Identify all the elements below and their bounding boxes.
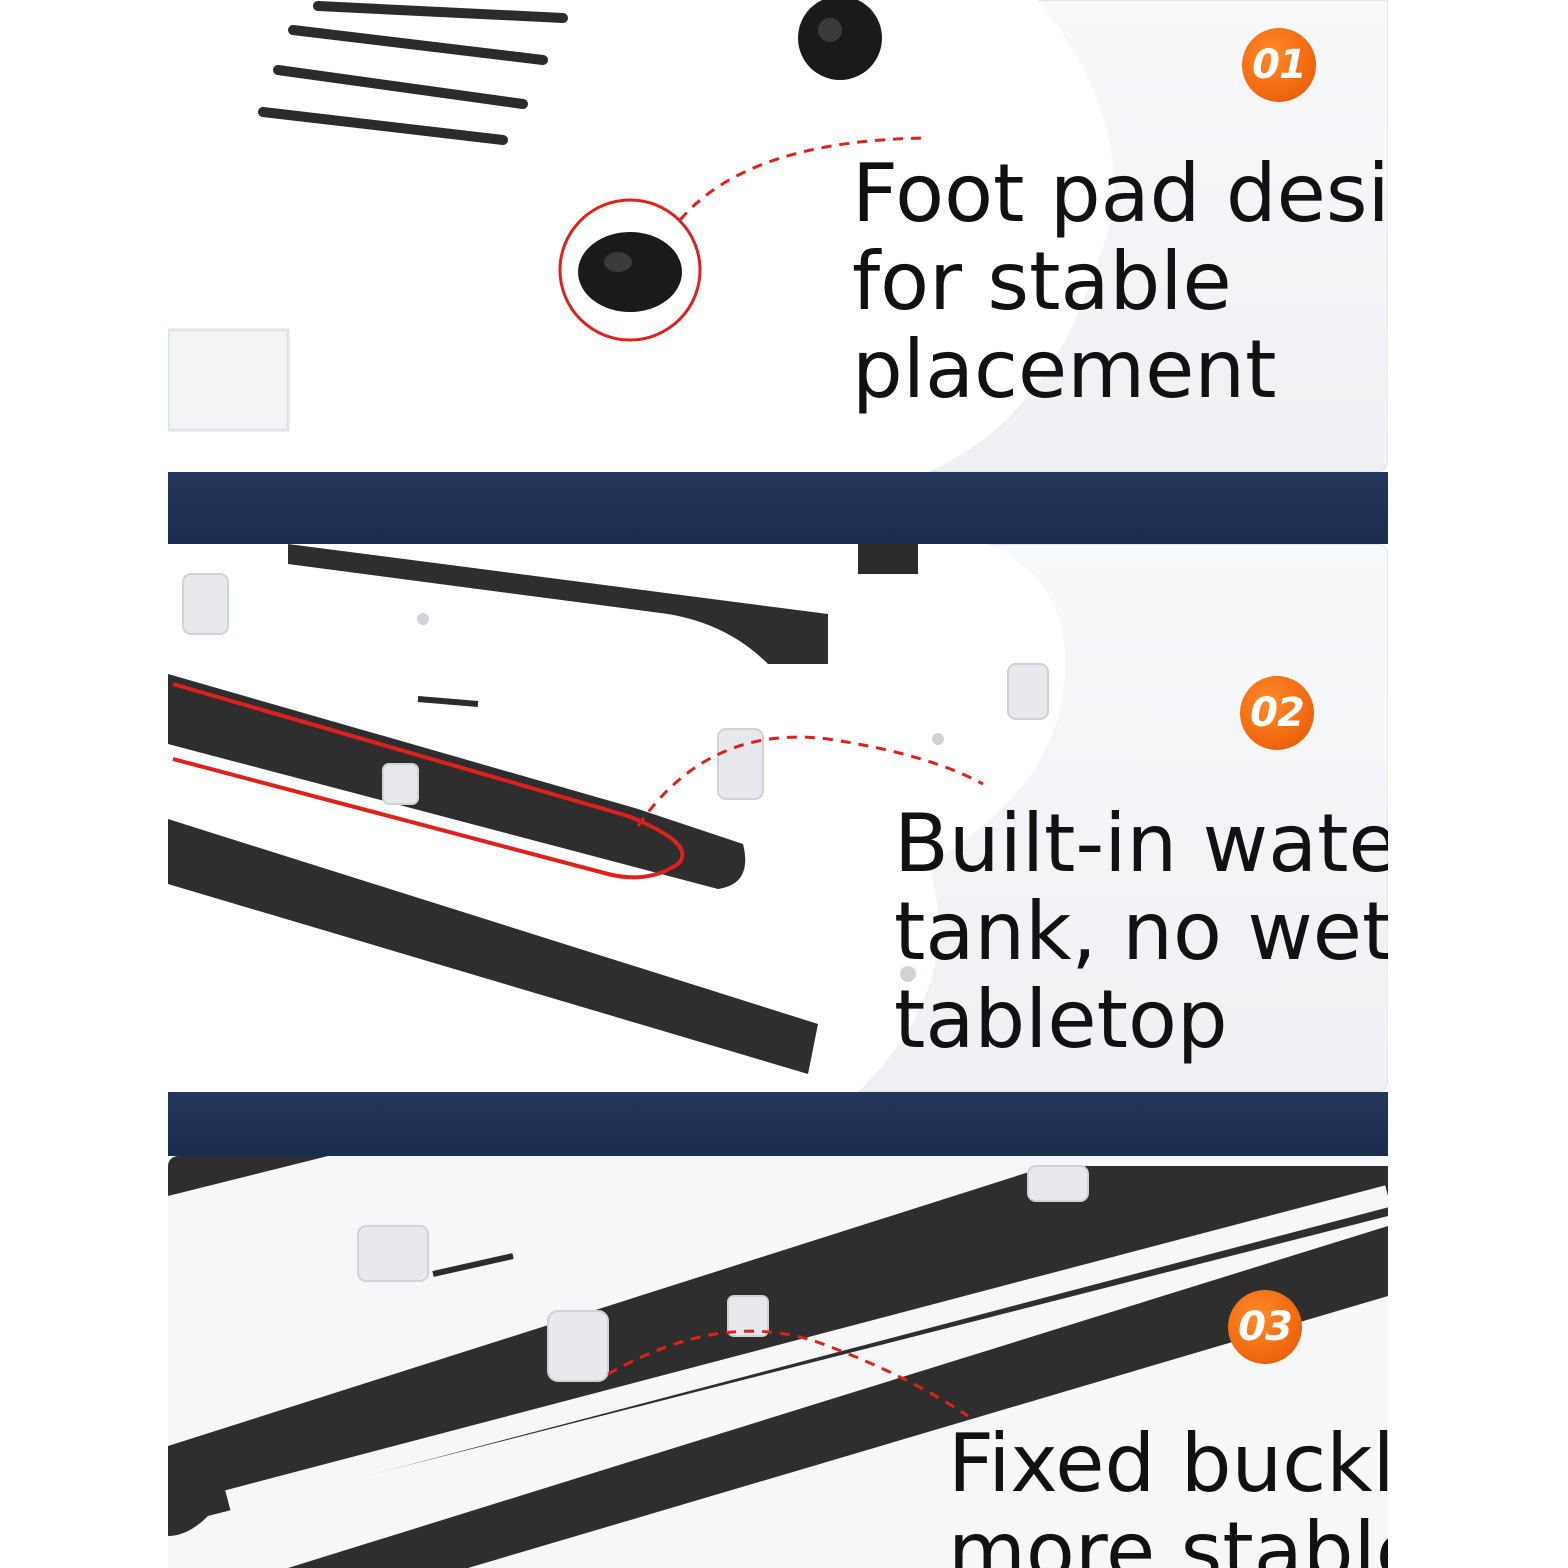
feature-caption-3: Fixed buckle, more stable use <box>948 1420 1388 1568</box>
highlight-circle <box>558 198 702 342</box>
caption-line: Built-in water <box>894 797 1388 890</box>
badge-number-2: 02 <box>1240 676 1314 750</box>
badge-number-1: 01 <box>1242 28 1316 102</box>
water-tank-illustration <box>168 544 1066 1092</box>
section-divider-1 <box>168 472 1388 544</box>
vent-slots <box>258 1 568 145</box>
caption-line: placement <box>852 323 1277 416</box>
caption-line: more stable use <box>948 1505 1388 1568</box>
feature-panel-1: 01 Foot pad design for stable placement <box>168 0 1388 472</box>
fixed-buckle-illustration <box>168 1156 1388 1568</box>
callout-dashed-line <box>678 136 929 221</box>
device-underside-illustration <box>168 0 1114 472</box>
caption-line: tabletop <box>894 973 1228 1066</box>
caption-line: for stable <box>852 235 1232 328</box>
caption-line: tank, no wet <box>894 885 1388 978</box>
feature-caption-1: Foot pad design for stable placement <box>852 150 1388 414</box>
feature-caption-2: Built-in water tank, no wet tabletop <box>894 800 1388 1064</box>
feature-panel-3: 03 Fixed buckle, more stable use <box>168 1156 1388 1568</box>
caption-line: Foot pad design <box>852 147 1388 240</box>
caption-line: Fixed buckle, <box>948 1417 1388 1510</box>
section-divider-2 <box>168 1092 1388 1156</box>
feature-panel-2: 02 Built-in water tank, no wet tabletop <box>168 544 1388 1092</box>
badge-number-3: 03 <box>1228 1290 1302 1364</box>
callout-dashed-line <box>607 1329 969 1418</box>
